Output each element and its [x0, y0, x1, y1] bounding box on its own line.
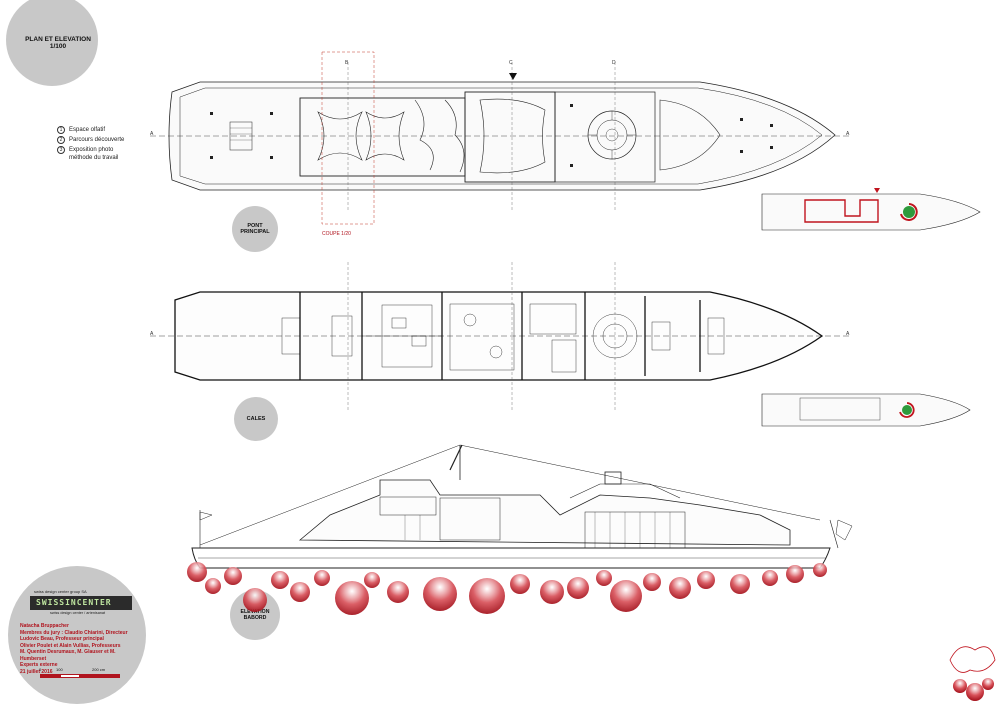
page-title: PLAN ET ELEVATION 1/100 — [25, 36, 91, 50]
logo-banner: swiss design center group SA SWISSINCENT… — [30, 589, 132, 615]
professor-line-2: Olivier Poulet et Alain Vullias, Profess… — [20, 642, 121, 649]
title-badge: PLAN ET ELEVATION 1/100 — [6, 0, 98, 86]
holds-plan — [150, 291, 850, 381]
legend-text: Parcours découverte — [69, 137, 125, 143]
company-sub-text: swiss design center / artenisanat — [50, 611, 106, 615]
grid-mark-a-left: A — [150, 131, 154, 137]
logo-text: SWISSINCENTER — [36, 598, 112, 607]
title-block-circle — [8, 566, 146, 704]
grid-mark-a-holds-left: A — [150, 331, 154, 337]
grid-mark-a-holds-right: A — [846, 331, 850, 337]
experts-label: Experts externe — [20, 662, 58, 668]
date-line: 21 juillet 2016 — [20, 668, 53, 675]
legend-number: 2 — [57, 136, 65, 144]
legend-number: 3 — [57, 146, 65, 154]
student-name: Natacha Bruppacher — [20, 623, 69, 629]
cales-label: CALES — [246, 416, 266, 422]
legend-text: Exposition photo méthode du travail — [69, 147, 119, 161]
decorative-bubbles — [187, 562, 827, 615]
legend-item: 1 Espace olfatif — [57, 126, 147, 134]
elevation-drawing — [191, 444, 853, 569]
legend: 1 Espace olfatif 2 Parcours découverte 3… — [57, 126, 147, 164]
grid-mark-b: B — [345, 60, 349, 66]
scale-bar-segment — [80, 674, 120, 678]
corner-logo — [949, 646, 996, 673]
title-block-text: Natacha Bruppacher Membres du jury : Cla… — [20, 623, 140, 675]
elevation-badge: ELEVATION BABORD — [230, 590, 280, 640]
scale-label-end: 200 cm — [92, 667, 106, 672]
grid-mark-d: D — [612, 60, 616, 66]
pont-principal-badge: PONT PRINCIPAL — [232, 206, 278, 252]
scale-bar: 0 100 200 cm — [39, 667, 120, 678]
pont-principal-label: PONT PRINCIPAL — [240, 223, 270, 235]
scale-label-mid: 100 — [56, 667, 63, 672]
jury-line: Membres du jury : Claudio Chiarini, Dire… — [20, 629, 128, 636]
legend-number: 1 — [57, 126, 65, 134]
legend-item: 2 Parcours découverte — [57, 136, 147, 144]
deck-plan — [150, 81, 850, 191]
grid-mark-a-right: A — [846, 131, 850, 137]
legend-item: 3 Exposition photo méthode du travail — [57, 146, 147, 162]
mini-plan-deck — [761, 188, 981, 231]
mini-plan-holds — [761, 393, 971, 427]
elevation-label: ELEVATION BABORD — [240, 609, 270, 621]
coupe-label: COUPE 1/20 — [322, 231, 351, 237]
cales-badge: CALES — [234, 397, 278, 441]
company-small-text: swiss design center group SA — [34, 589, 87, 594]
scale-bar-segment — [60, 674, 80, 678]
scale-bar-segment — [40, 674, 60, 678]
scale-label-0: 0 — [39, 667, 42, 672]
experts-line: M. Quentin Desrumaux, M. Glauser et M. H… — [20, 649, 116, 662]
legend-text: Espace olfatif — [69, 127, 106, 133]
professor-line-1: Ludovic Beau, Professeur principal — [20, 636, 104, 642]
grid-mark-c: C — [509, 60, 513, 66]
